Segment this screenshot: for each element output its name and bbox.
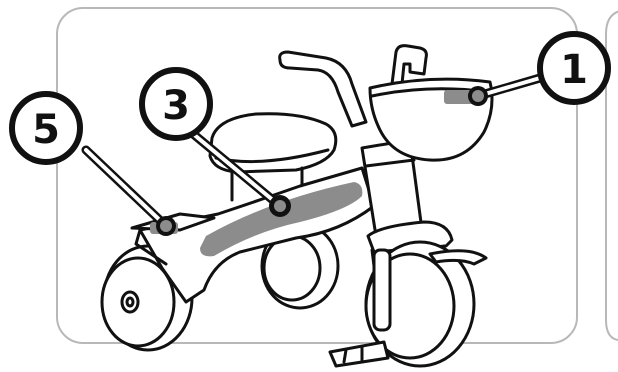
callout-5-leader-inner xyxy=(86,150,166,226)
callout-1: 1 xyxy=(540,34,608,102)
callout-3: 3 xyxy=(142,70,210,138)
callout-1-number: 1 xyxy=(560,47,588,93)
callout-3-number: 3 xyxy=(162,83,190,129)
callout-5-number: 5 xyxy=(32,107,60,153)
pedal xyxy=(330,342,388,366)
front-mudguard xyxy=(430,251,486,264)
callout-5: 5 xyxy=(12,94,80,162)
